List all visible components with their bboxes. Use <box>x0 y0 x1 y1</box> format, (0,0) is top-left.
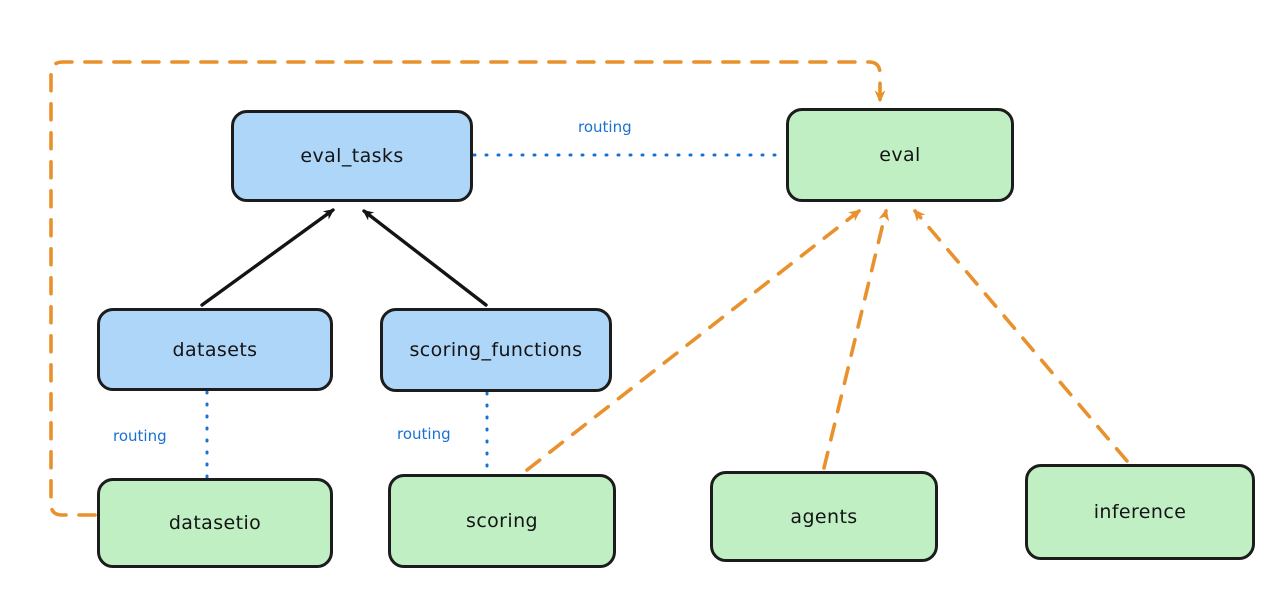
edge-scoring-functions-to-eval-tasks <box>362 209 488 307</box>
edge-inference-to-eval <box>913 209 1129 463</box>
node-scoring-functions[interactable]: scoring_functions <box>380 308 612 392</box>
node-datasets[interactable]: datasets <box>97 308 333 391</box>
node-label: datasets <box>172 338 258 361</box>
node-label: scoring_functions <box>409 339 583 361</box>
node-agents[interactable]: agents <box>710 471 938 562</box>
edge-datasetio-to-eval <box>49 60 886 517</box>
node-label: datasetio <box>168 512 262 534</box>
node-label: inference <box>1093 501 1187 523</box>
node-label: eval <box>879 144 921 166</box>
edge-label-routing-datasets-datasetio: routing <box>113 427 167 445</box>
node-datasetio[interactable]: datasetio <box>97 478 333 568</box>
node-label: eval_tasks <box>300 145 404 167</box>
node-inference[interactable]: inference <box>1025 464 1255 560</box>
node-label: agents <box>790 505 858 528</box>
edge-scoring-to-eval <box>525 209 861 472</box>
edge-agents-to-eval <box>822 208 890 470</box>
edge-datasets-to-eval-tasks <box>200 208 335 307</box>
node-eval-tasks[interactable]: eval_tasks <box>231 110 473 202</box>
node-eval[interactable]: eval <box>786 108 1014 202</box>
node-label: scoring <box>466 510 538 532</box>
edge-label-routing-eval-tasks-eval: routing <box>578 118 632 136</box>
node-scoring[interactable]: scoring <box>388 474 616 568</box>
edge-label-routing-scoring-functions-scoring: routing <box>397 425 451 443</box>
